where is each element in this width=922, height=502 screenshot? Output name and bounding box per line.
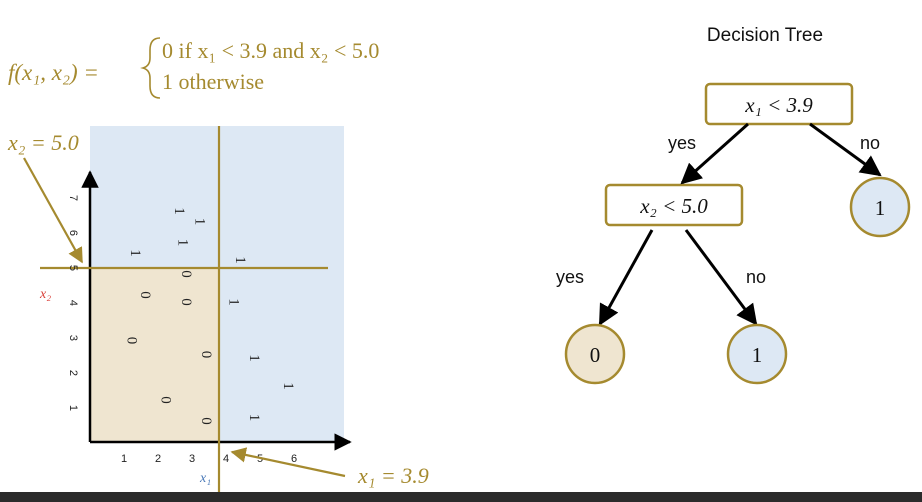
formula-brace — [140, 37, 161, 99]
data-point-0: 0 — [157, 396, 173, 404]
tree-label-root-yes: yes — [668, 133, 696, 153]
tree-leaf-yes-value: 0 — [590, 343, 601, 367]
data-point-1: 1 — [246, 354, 262, 362]
formula-case-0: 0 if x₁ < 3.9 and x₂ < 5.0 — [162, 38, 379, 63]
formula-lhs: f(x₁, x₂) = — [8, 60, 99, 85]
data-point-1: 1 — [232, 256, 248, 264]
tree-edge-root-yes — [680, 122, 749, 185]
tree-edge-root-no — [809, 122, 882, 177]
data-point-0: 0 — [178, 270, 194, 278]
tree-leaf-no — [726, 323, 788, 385]
data-point-0: 0 — [123, 337, 139, 345]
data-point-1: 1 — [280, 382, 296, 390]
annotation-x2-split: x₂ = 5.0 — [7, 130, 79, 155]
data-point-0: 0 — [137, 291, 153, 299]
y-tick-labels: 1 2 3 4 5 6 7 — [67, 195, 79, 411]
tree-child-node — [604, 183, 744, 227]
x-tick-label: 2 — [155, 453, 161, 465]
y-tick-label: 3 — [67, 335, 79, 341]
tree-leaf-right — [849, 176, 911, 238]
data-point-1: 1 — [225, 298, 241, 306]
tree-edge-child-yes — [598, 229, 654, 326]
tree-child-condition: x₂ < 5.0 — [639, 194, 708, 218]
tree-root-condition: x₁ < 3.9 — [744, 93, 813, 117]
tree-title: Decision Tree — [707, 25, 823, 46]
annotation-x1-arrow — [230, 447, 346, 478]
data-point-1: 1 — [174, 239, 190, 247]
y-tick-label: 5 — [67, 265, 79, 271]
tree-edge-child-no — [684, 229, 758, 326]
annotation-x2-arrow — [23, 157, 83, 264]
y-tick-label: 1 — [67, 405, 79, 411]
x-tick-label: 4 — [223, 453, 229, 465]
y-tick-label: 4 — [67, 300, 79, 306]
y-tick-label: 2 — [67, 370, 79, 376]
x-tick-label: 6 — [291, 453, 297, 465]
data-point-1: 1 — [191, 218, 207, 226]
x-tick-label: 1 — [121, 453, 127, 465]
tree-label-root-no: no — [860, 133, 880, 153]
region-class-0 — [90, 268, 219, 442]
x-axis-label: x₁ — [199, 471, 211, 486]
tree-leaf-no-value: 1 — [752, 343, 763, 367]
tree-label-child-yes: yes — [556, 267, 584, 287]
tree-label-child-no: no — [746, 267, 766, 287]
tree-leaf-right-value: 1 — [875, 196, 886, 220]
tree-leaf-yes — [564, 323, 626, 385]
tree-root-node — [704, 82, 854, 126]
formula-case-1: 1 otherwise — [162, 69, 264, 94]
data-point-0: 0 — [198, 417, 214, 425]
data-point-0: 0 — [198, 351, 214, 359]
data-point-1: 1 — [171, 207, 187, 215]
data-point-1: 1 — [246, 414, 262, 422]
x-tick-label: 3 — [189, 453, 195, 465]
bottom-bar — [0, 492, 922, 502]
y-tick-label: 6 — [67, 230, 79, 236]
annotation-x1-split: x₁ = 3.9 — [357, 463, 429, 488]
y-axis-label: x₂ — [39, 287, 51, 302]
y-tick-label: 7 — [67, 195, 79, 201]
data-point-1: 1 — [127, 249, 143, 257]
data-point-0: 0 — [178, 298, 194, 306]
